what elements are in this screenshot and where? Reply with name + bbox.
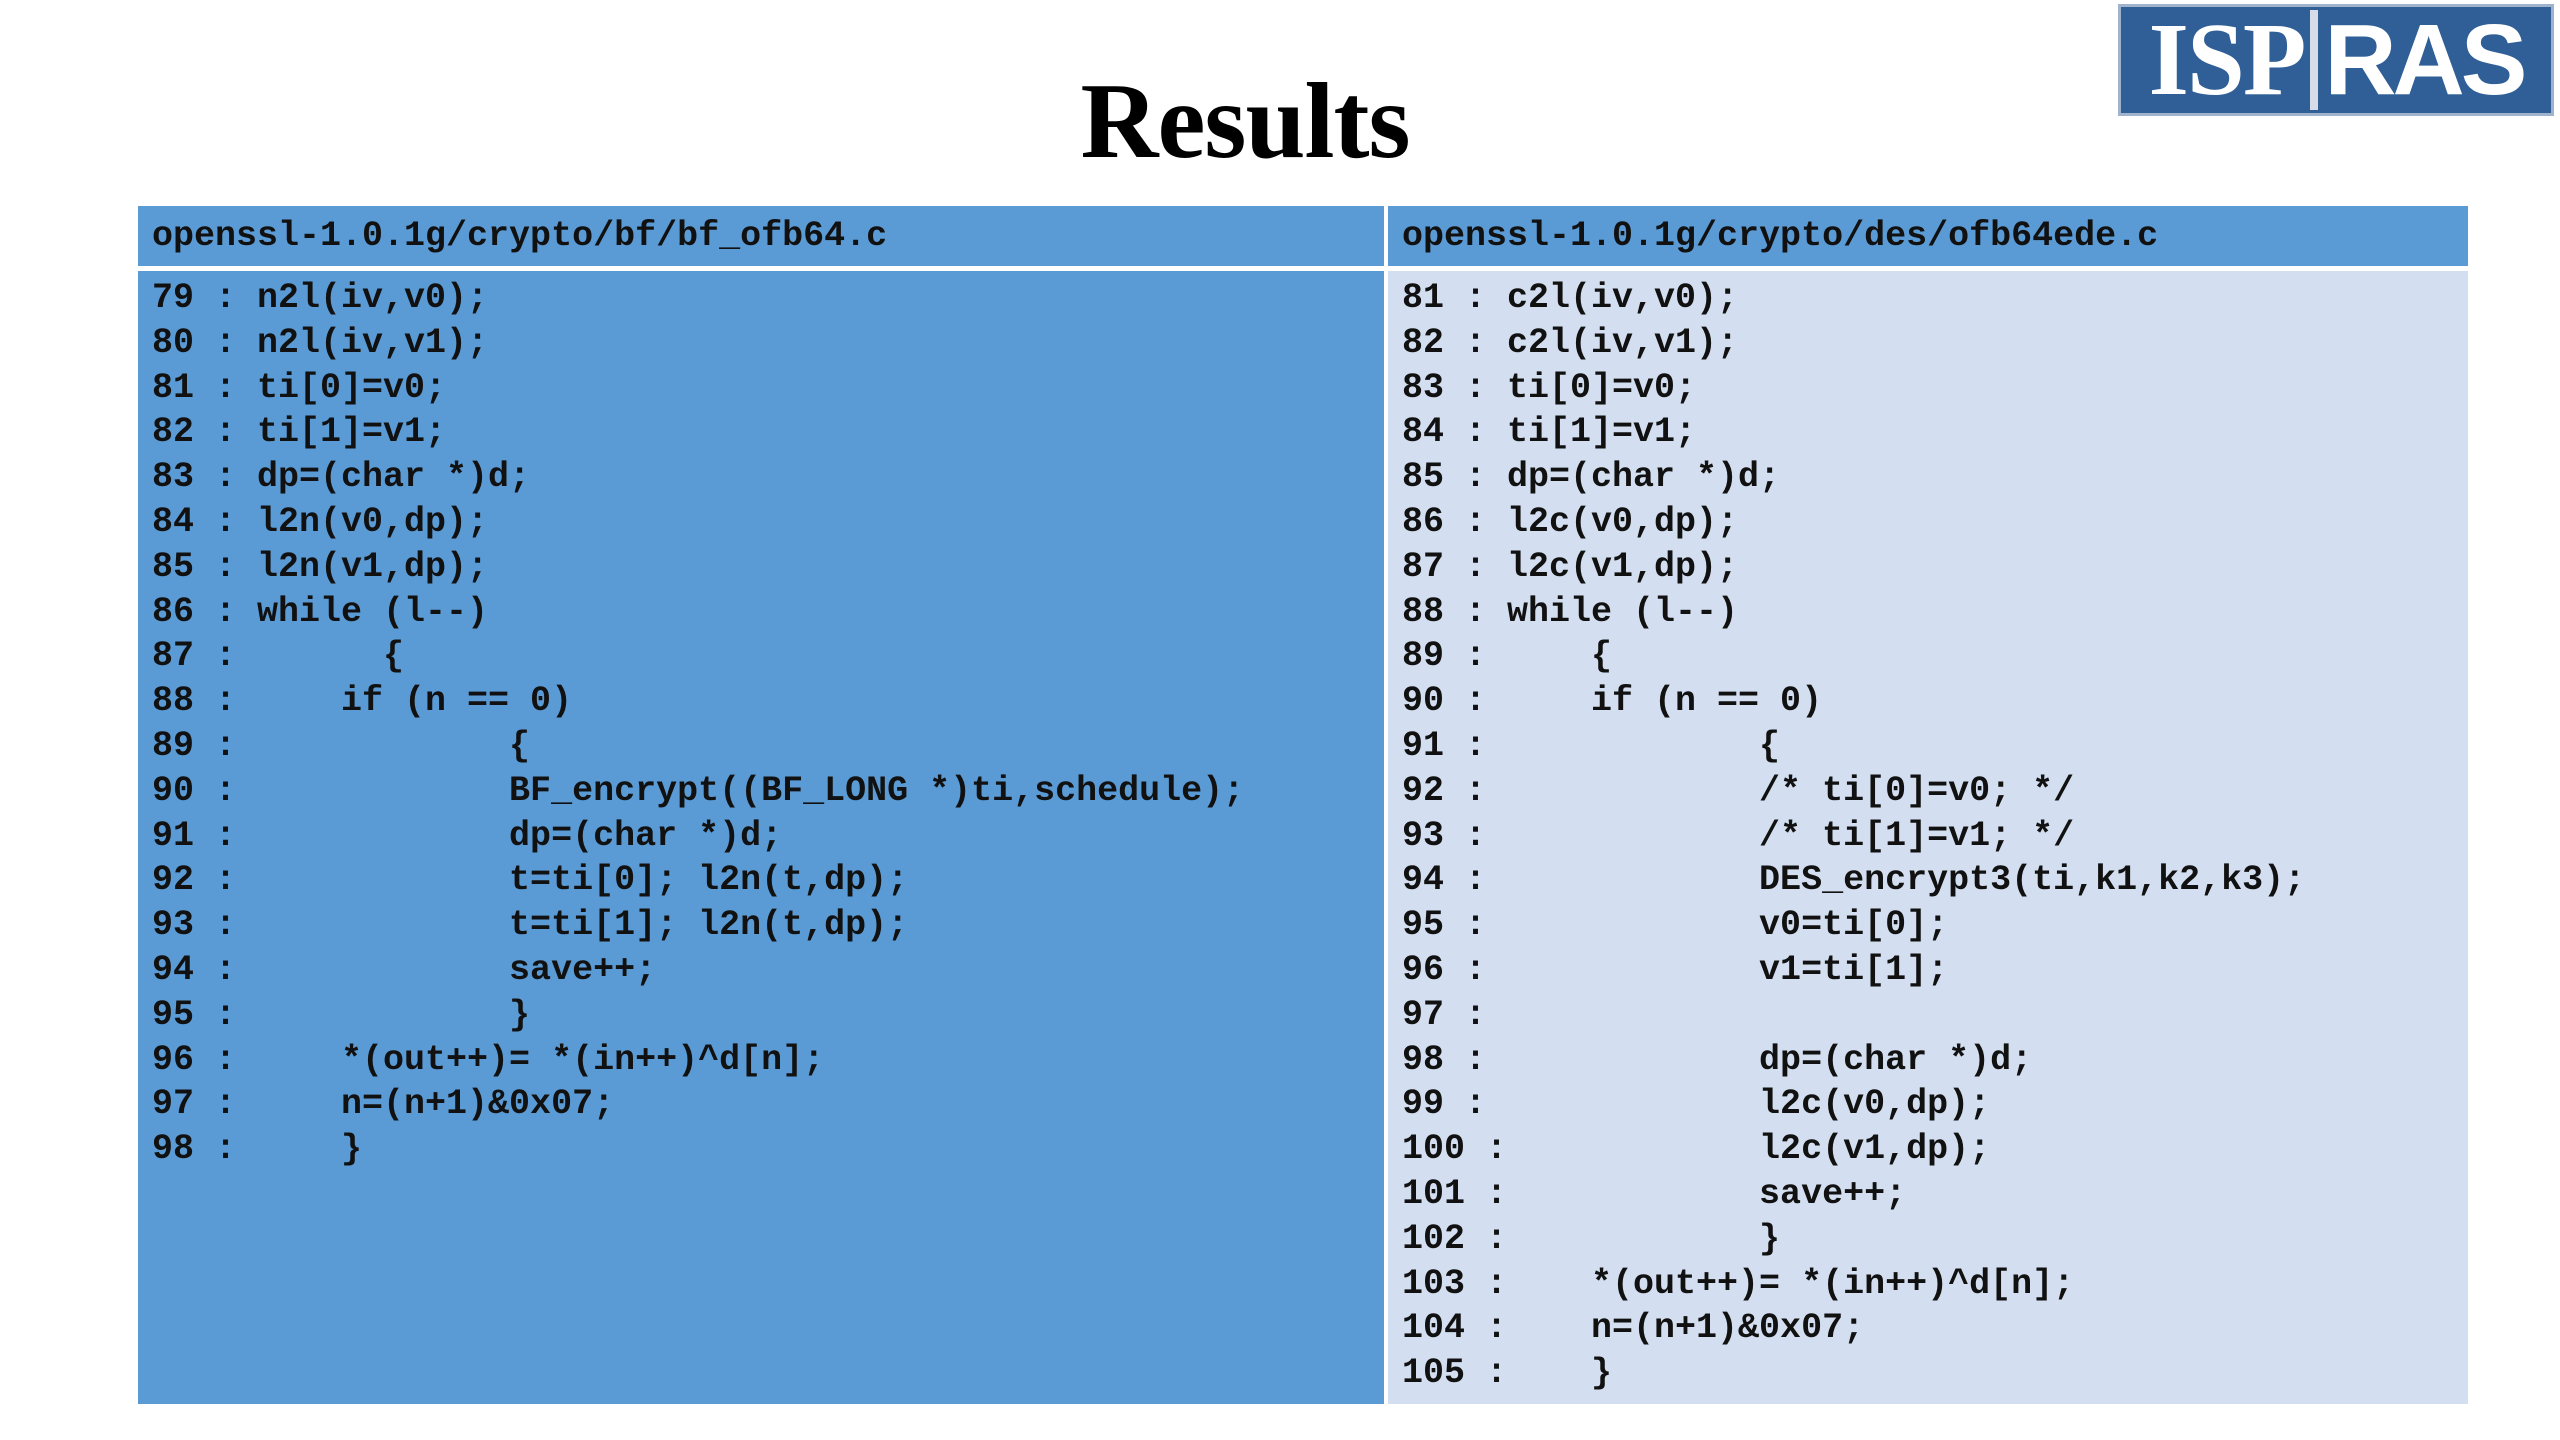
- code-line: 85 : l2n(v1,dp);: [152, 546, 489, 587]
- code-line: 88 : while (l--): [1402, 591, 1739, 632]
- code-listing-right: 81 : c2l(iv,v0); 82 : c2l(iv,v1); 83 : t…: [1402, 276, 2305, 1396]
- code-line: 97 :: [1402, 994, 1487, 1035]
- code-line: 81 : ti[0]=v0;: [152, 367, 447, 408]
- code-line: 79 : n2l(iv,v0);: [152, 278, 489, 318]
- code-line: 88 : if (n == 0): [152, 681, 573, 722]
- slide-title: Results: [1080, 62, 1410, 181]
- code-line: 89 : {: [1402, 636, 1613, 677]
- code-line: 94 : DES_encrypt3(ti,k1,k2,k3);: [1402, 860, 2306, 901]
- code-line: 82 : c2l(iv,v1);: [1402, 322, 1739, 363]
- code-line: 92 : t=ti[0]; l2n(t,dp);: [152, 860, 909, 901]
- code-line: 99 : l2c(v0,dp);: [1402, 1084, 1991, 1125]
- code-listing-left: 79 : n2l(iv,v0); 80 : n2l(iv,v1); 81 : t…: [152, 276, 1244, 1172]
- code-line: 91 : dp=(char *)d;: [152, 815, 783, 856]
- code-line: 98 : dp=(char *)d;: [1402, 1039, 2033, 1080]
- code-line: 89 : {: [152, 725, 531, 766]
- code-line: 81 : c2l(iv,v0);: [1402, 278, 1739, 318]
- code-line: 86 : l2c(v0,dp);: [1402, 501, 1739, 542]
- code-line: 97 : n=(n+1)&0x07;: [152, 1084, 615, 1125]
- code-line: 87 : {: [152, 636, 405, 677]
- code-line: 98 : }: [152, 1129, 363, 1170]
- code-line: 86 : while (l--): [152, 591, 489, 632]
- code-line: 95 : v0=ti[0];: [1402, 905, 1949, 946]
- code-line: 96 : *(out++)= *(in++)^d[n];: [152, 1039, 825, 1080]
- code-line: 100 : l2c(v1,dp);: [1402, 1129, 1991, 1170]
- code-line: 101 : save++;: [1402, 1173, 1907, 1214]
- code-line: 83 : dp=(char *)d;: [152, 457, 531, 498]
- code-line: 91 : {: [1402, 725, 1781, 766]
- code-line: 85 : dp=(char *)d;: [1402, 457, 1781, 498]
- file-path-header-right: openssl-1.0.1g/crypto/des/ofb64ede.c: [1388, 206, 2468, 271]
- logo-ras-text: RAS: [2324, 4, 2527, 116]
- logo-isp-text: ISP: [2148, 4, 2307, 116]
- code-line: 82 : ti[1]=v1;: [152, 412, 447, 453]
- code-line: 92 : /* ti[0]=v0; */: [1402, 770, 2075, 811]
- isp-ras-logo: ISP RAS: [2118, 4, 2554, 116]
- code-line: 105 : }: [1402, 1353, 1613, 1394]
- code-line: 104 : n=(n+1)&0x07;: [1402, 1308, 1865, 1349]
- code-line: 84 : l2n(v0,dp);: [152, 501, 489, 542]
- file-path-header-left: openssl-1.0.1g/crypto/bf/bf_ofb64.c: [138, 206, 1384, 271]
- code-panel-left: openssl-1.0.1g/crypto/bf/bf_ofb64.c 79 :…: [138, 206, 1384, 1404]
- code-line: 90 : BF_encrypt((BF_LONG *)ti,schedule);: [152, 770, 1245, 811]
- logo-divider: [2310, 10, 2319, 110]
- code-line: 83 : ti[0]=v0;: [1402, 367, 1697, 408]
- code-line: 87 : l2c(v1,dp);: [1402, 546, 1739, 587]
- code-line: 102 : }: [1402, 1218, 1781, 1259]
- code-line: 96 : v1=ti[1];: [1402, 949, 1949, 990]
- code-line: 93 : /* ti[1]=v1; */: [1402, 815, 2075, 856]
- code-panel-right: openssl-1.0.1g/crypto/des/ofb64ede.c 81 …: [1388, 206, 2468, 1404]
- code-line: 80 : n2l(iv,v1);: [152, 322, 489, 363]
- code-line: 94 : save++;: [152, 949, 657, 990]
- code-line: 95 : }: [152, 994, 531, 1035]
- code-line: 93 : t=ti[1]; l2n(t,dp);: [152, 905, 909, 946]
- code-line: 84 : ti[1]=v1;: [1402, 412, 1697, 453]
- code-line: 103 : *(out++)= *(in++)^d[n];: [1402, 1263, 2075, 1304]
- code-line: 90 : if (n == 0): [1402, 681, 1823, 722]
